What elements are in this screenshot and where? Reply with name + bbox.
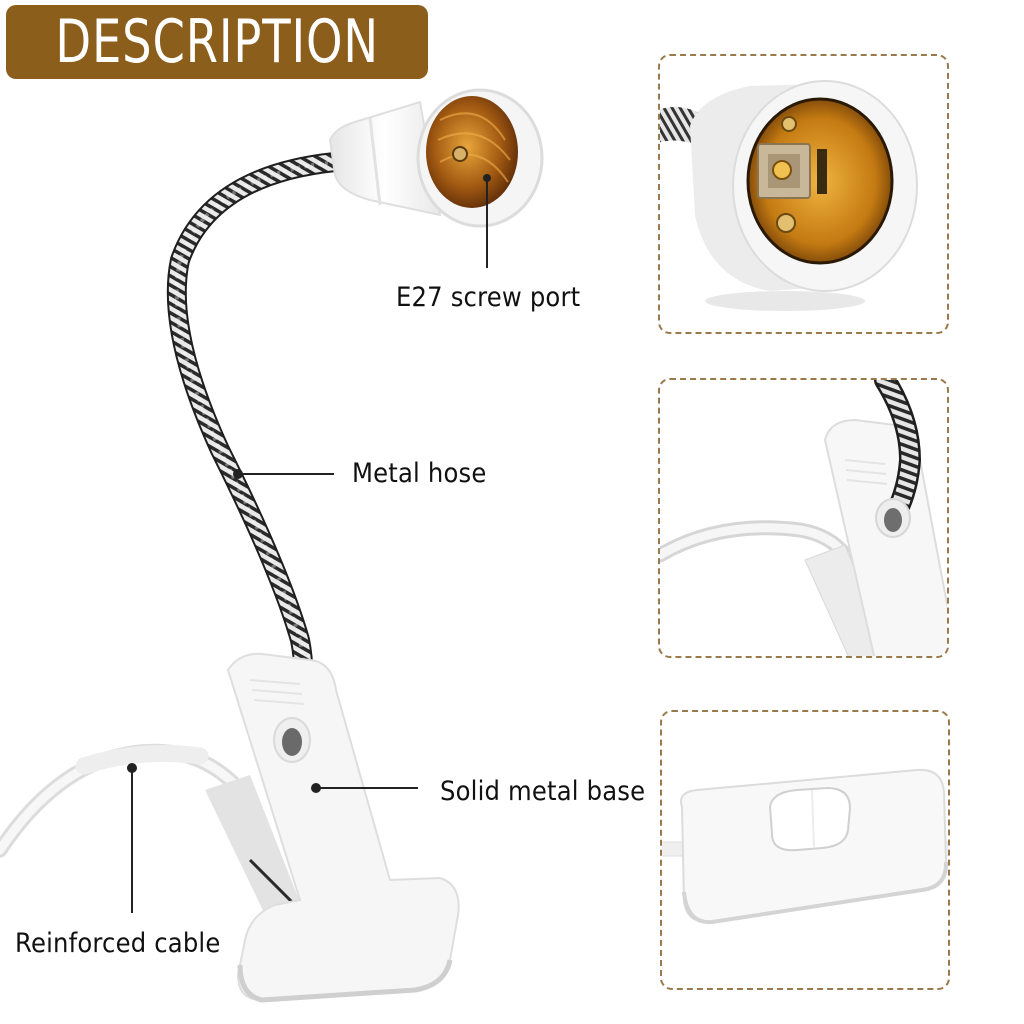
socket-illustration: [328, 88, 544, 228]
callout-label-hose: Metal hose: [352, 458, 487, 489]
hose-illustration: [166, 152, 345, 755]
cable-illustration: [0, 743, 248, 858]
detail-panel-switch: [660, 710, 950, 990]
callout-label-base: Solid metal base: [440, 776, 646, 807]
banner-title: DESCRIPTION: [55, 7, 379, 77]
detail-panel-socket: [658, 54, 949, 334]
clip-illustration: [205, 652, 460, 1003]
callout-label-socket: E27 screw port: [396, 282, 581, 313]
clip-closeup-image: [660, 380, 947, 656]
callout-lines: [127, 174, 491, 913]
callout-label-cable: Reinforced cable: [15, 928, 221, 959]
detail-panel-clip: [658, 378, 949, 658]
switch-closeup-image: [662, 768, 948, 925]
socket-closeup-image: [660, 80, 918, 311]
description-banner: DESCRIPTION: [6, 5, 428, 79]
